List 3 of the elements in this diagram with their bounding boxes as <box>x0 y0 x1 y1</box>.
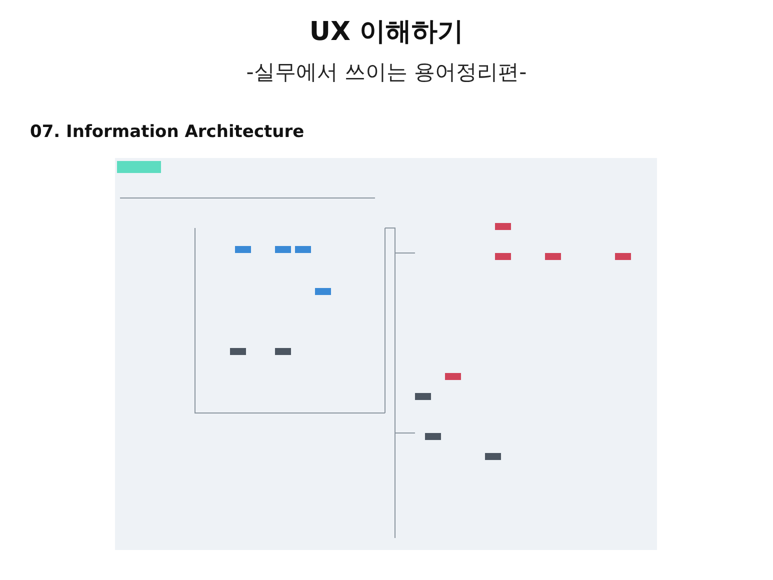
section-heading: 07. Information Architecture <box>30 122 304 142</box>
subtitle: -실무에서 쓰이는 용어정리편- <box>245 59 528 86</box>
title: UX 이해하기 <box>308 16 465 49</box>
